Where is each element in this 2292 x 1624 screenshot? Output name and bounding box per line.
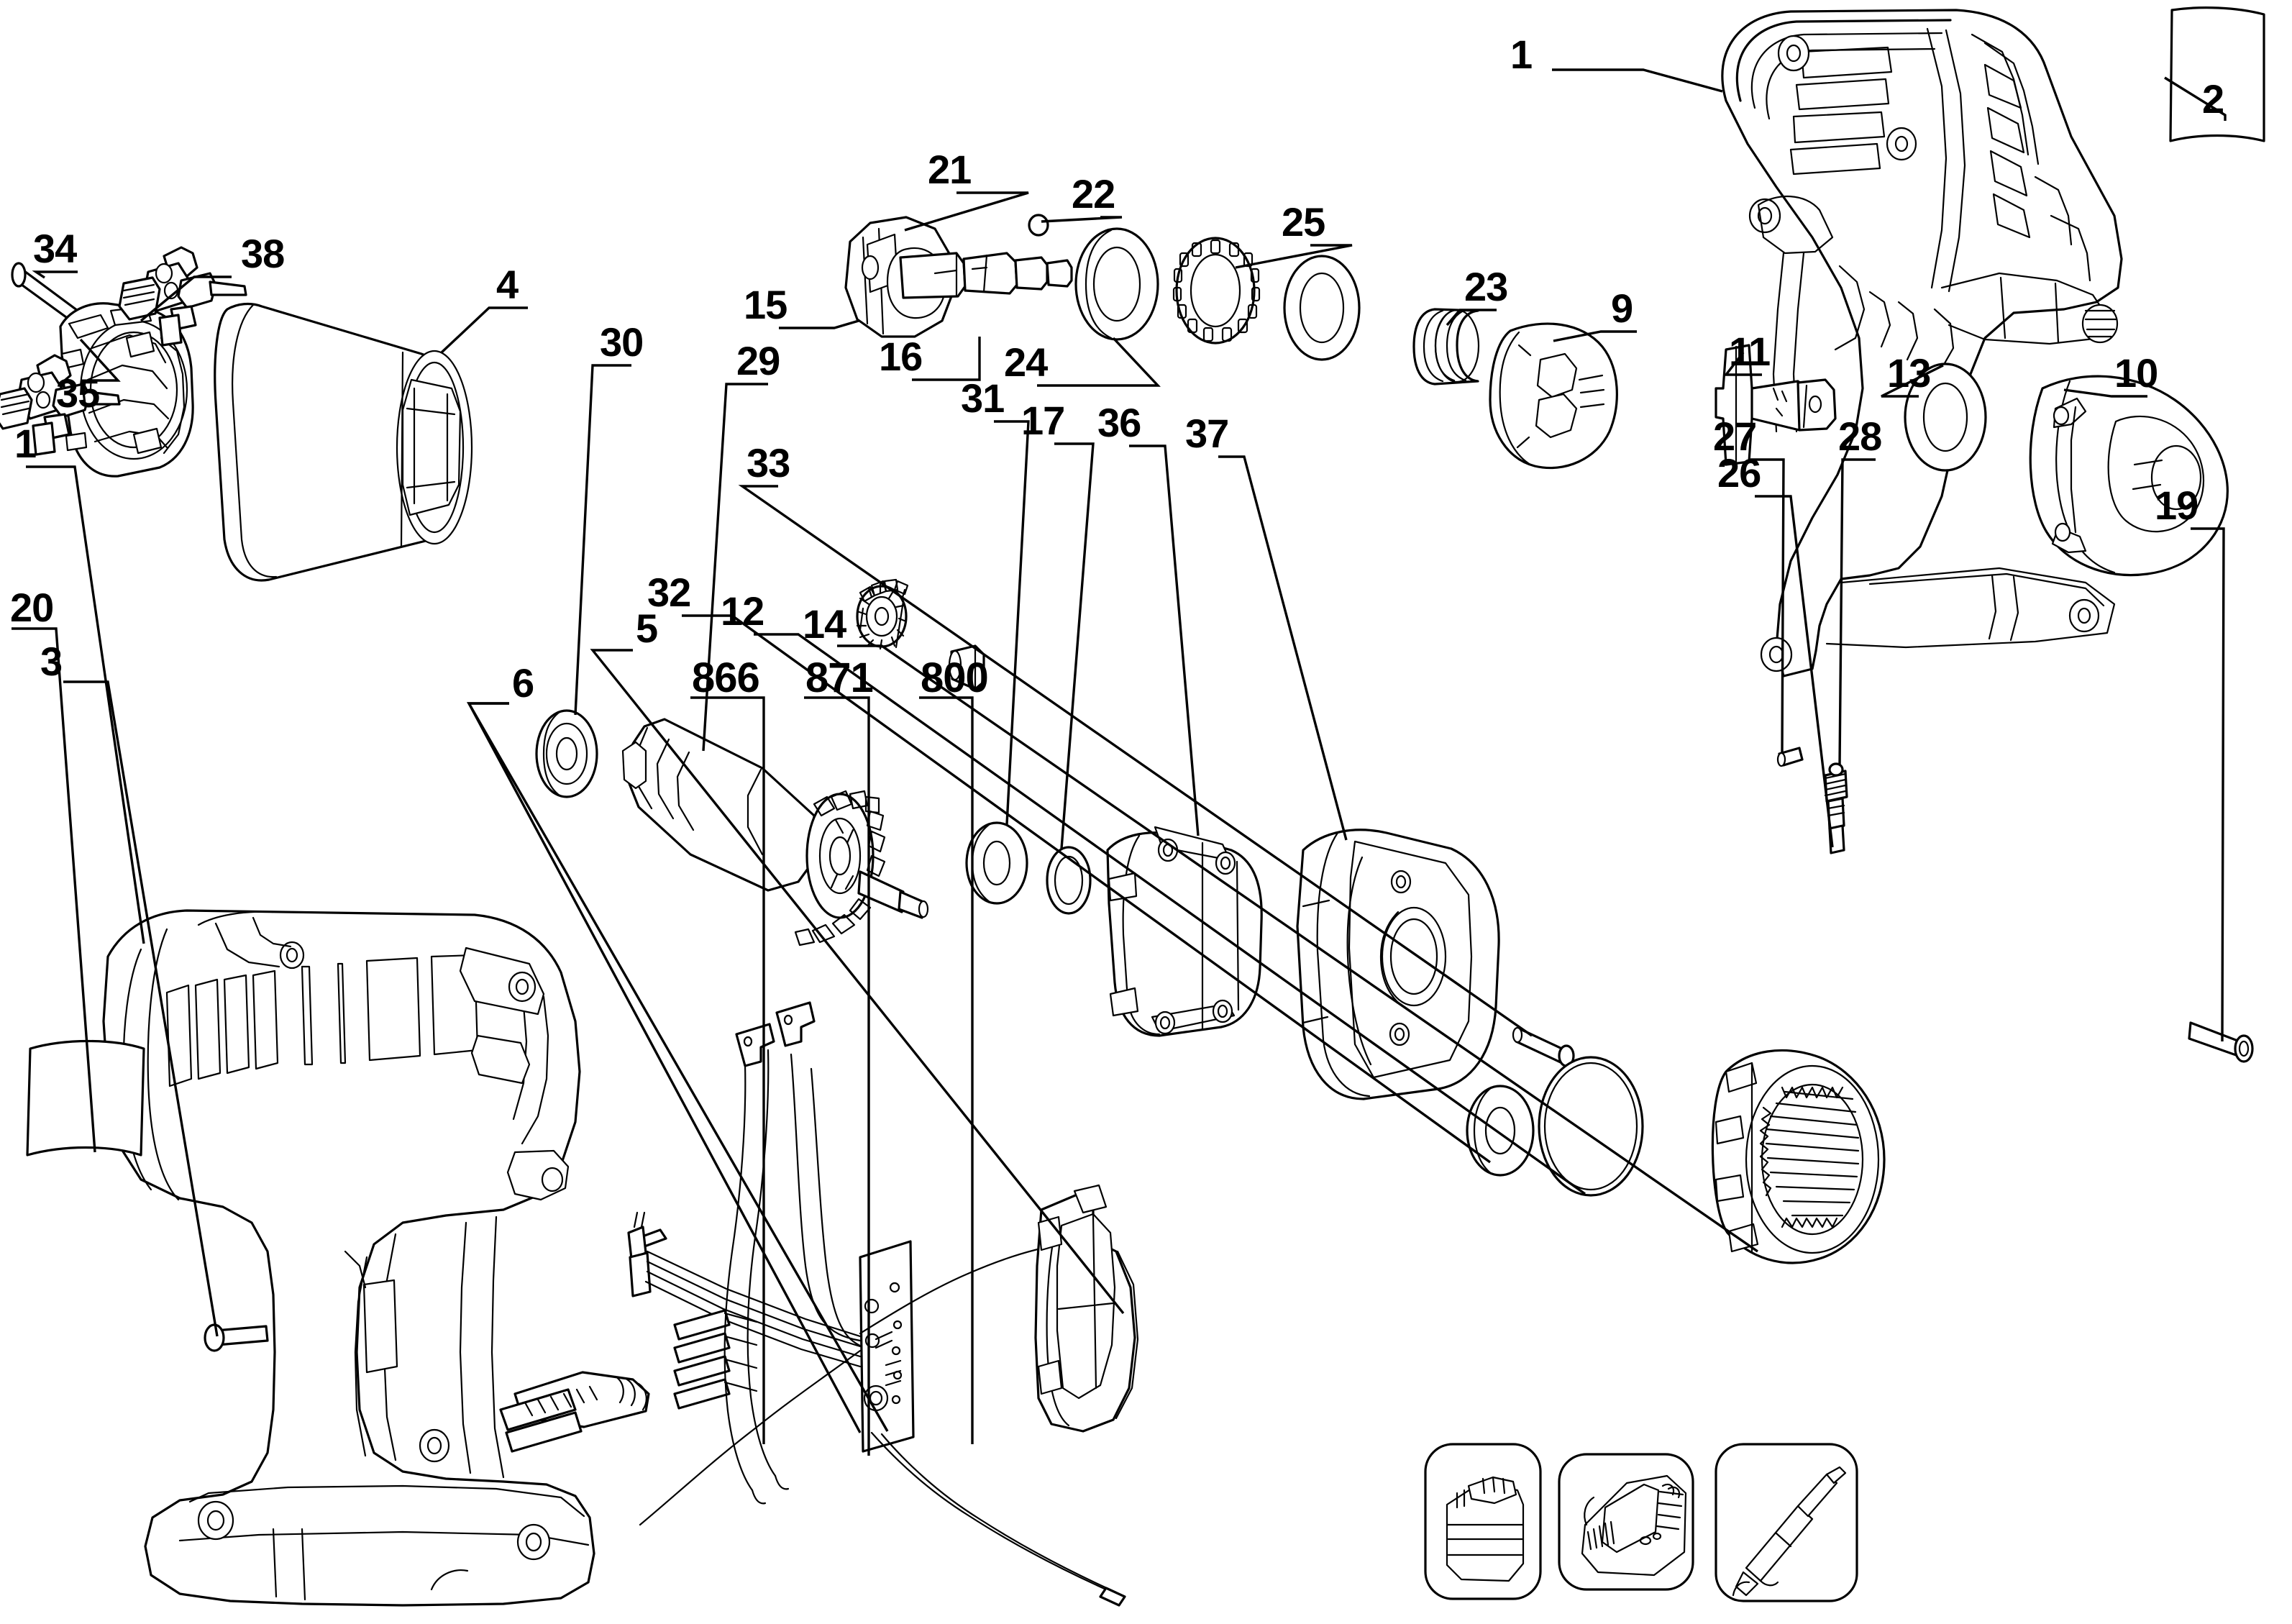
- part-armature-bearing-30: [535, 709, 598, 798]
- part-retaining-ring-12: [1538, 1056, 1644, 1197]
- callout-30[interactable]: 30: [600, 319, 644, 365]
- callout-14[interactable]: 14: [803, 601, 846, 647]
- callout-16[interactable]: 16: [879, 334, 923, 379]
- callout-11[interactable]: 11: [1729, 329, 1771, 374]
- callout-34[interactable]: 34: [33, 226, 77, 271]
- part-housing-left-half: [102, 909, 595, 1607]
- callout-28[interactable]: 28: [1838, 414, 1882, 459]
- callout-35[interactable]: 35: [56, 370, 100, 416]
- part-hammer-cam-9: [1489, 322, 1618, 470]
- part-nameplate-right: [2169, 6, 2265, 142]
- part-gear-case-clamp-36: [1106, 826, 1263, 1037]
- callout-3[interactable]: 3: [40, 639, 63, 684]
- part-carbon-brush-bottom: [0, 354, 121, 456]
- part-bearing-washer-32: [1466, 1085, 1535, 1177]
- part-ball-detent-28: [1828, 762, 1844, 777]
- callout-17[interactable]: 17: [1021, 398, 1065, 443]
- screwdriver-bit-icon: [1732, 1466, 1847, 1597]
- callout-800[interactable]: 800: [921, 654, 989, 701]
- part-field-end-cap-38: [59, 302, 194, 478]
- accessory-box-866: [1424, 1443, 1542, 1600]
- callout-31[interactable]: 31: [961, 375, 1005, 421]
- part-hammer-case: [844, 216, 1073, 338]
- callout-12[interactable]: 12: [721, 588, 764, 634]
- battery-charger-icon: [1581, 1474, 1687, 1577]
- part-nose-cover-10: [2029, 375, 2229, 577]
- accessory-box-800: [1715, 1443, 1858, 1602]
- callout-866[interactable]: 866: [692, 654, 760, 701]
- callout-32[interactable]: 32: [647, 570, 691, 615]
- part-nameplate-left: [26, 1039, 145, 1157]
- callout-29[interactable]: 29: [736, 338, 780, 383]
- callout-6[interactable]: 6: [512, 660, 534, 706]
- callout-871[interactable]: 871: [805, 654, 874, 701]
- part-roller-pin-16: [948, 644, 985, 690]
- callout-10[interactable]: 10: [2114, 350, 2158, 396]
- callout-33[interactable]: 33: [747, 440, 790, 485]
- part-steel-ball: [1028, 214, 1049, 237]
- part-ring-gear-14: [1711, 1049, 1886, 1264]
- part-o-ring-17: [1046, 846, 1092, 915]
- part-roll-pin-33: [1512, 1026, 1575, 1067]
- part-switch-boot-5: [1034, 1184, 1139, 1433]
- callout-36[interactable]: 36: [1097, 400, 1141, 445]
- part-spring-23: [1412, 308, 1480, 386]
- callout-37[interactable]: 37: [1185, 411, 1229, 456]
- part-housing-right-half: [1721, 9, 2123, 678]
- callout-20[interactable]: 20: [10, 585, 54, 630]
- accessory-box-871: [1558, 1453, 1694, 1591]
- callout-22[interactable]: 22: [1072, 171, 1115, 216]
- part-motor-field-4: [214, 302, 473, 582]
- part-needle-bearing-25: [1172, 237, 1261, 345]
- callout-38[interactable]: 38: [241, 231, 285, 276]
- part-thrust-washer-24b: [1283, 255, 1361, 361]
- callout-27[interactable]: 27: [1713, 414, 1757, 459]
- part-wiring-harness-6: [499, 1001, 1126, 1607]
- part-detent-pin-27: [1776, 747, 1804, 767]
- callout-25[interactable]: 25: [1282, 199, 1325, 245]
- callout-13[interactable]: 13: [1887, 350, 1931, 396]
- callout-19[interactable]: 19: [2155, 483, 2199, 528]
- armature-fan: [794, 790, 886, 946]
- callout-4[interactable]: 4: [496, 262, 519, 307]
- part-armature-29: [621, 718, 929, 946]
- part-pinion-gear-15: [856, 578, 909, 650]
- callout-5[interactable]: 5: [636, 606, 658, 651]
- callout-23[interactable]: 23: [1464, 264, 1508, 309]
- part-screw-19: [2188, 1021, 2254, 1063]
- callout-1-right[interactable]: 1: [1510, 32, 1533, 77]
- part-thrust-washer-24: [1074, 227, 1159, 341]
- battery-pack-icon: [1446, 1476, 1525, 1582]
- callout-15[interactable]: 15: [744, 282, 787, 327]
- part-spacer-washer-31: [965, 821, 1028, 905]
- callout-24[interactable]: 24: [1004, 339, 1048, 385]
- callout-26[interactable]: 26: [1717, 450, 1761, 496]
- callout-9[interactable]: 9: [1611, 286, 1633, 331]
- part-housing-screw-3: [204, 1323, 269, 1352]
- leader-lines: [12, 68, 2227, 1456]
- part-gear-case-37: [1296, 829, 1500, 1100]
- part-washer-13: [1904, 362, 1987, 472]
- part-carbon-brush-top: [118, 246, 247, 347]
- callout-2[interactable]: 2: [2202, 76, 2224, 122]
- callout-21[interactable]: 21: [928, 147, 972, 192]
- callout-1-left[interactable]: 1: [14, 421, 37, 466]
